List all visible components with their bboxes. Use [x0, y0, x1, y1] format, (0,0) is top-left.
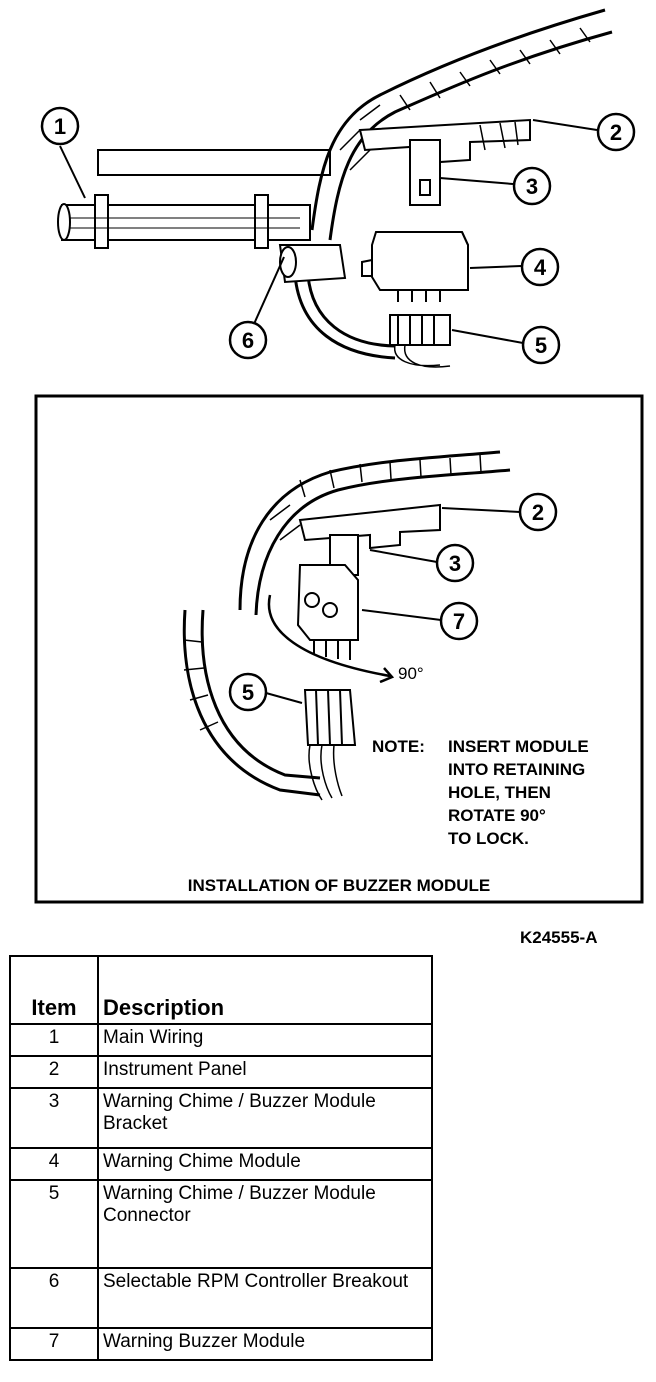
note-line: ROTATE 90°	[448, 806, 546, 825]
item-number: 5	[9, 1179, 99, 1269]
svg-text:2: 2	[532, 500, 544, 525]
note-line: INSERT MODULE	[448, 737, 589, 756]
table-row: 7 Warning Buzzer Module	[9, 1327, 433, 1361]
item-description: Main Wiring	[97, 1023, 433, 1057]
installation-note: NOTE: INSERT MODULE INTO RETAINING HOLE,…	[372, 735, 642, 850]
item-number: 6	[9, 1267, 99, 1329]
note-lead: NOTE:	[372, 737, 425, 756]
table-row: 2 Instrument Panel	[9, 1055, 433, 1089]
item-number: 7	[9, 1327, 99, 1361]
item-description: Selectable RPM Controller Breakout	[97, 1267, 433, 1329]
inset-illustration	[182, 450, 511, 801]
inset-callout-7: 7	[439, 601, 479, 641]
item-number: 4	[9, 1147, 99, 1181]
table-header-row: Item Description	[9, 955, 433, 1025]
figure-id: K24555-A	[520, 928, 598, 947]
inset-frame	[34, 394, 644, 904]
callout-6: 6	[228, 320, 268, 360]
note-line: INTO RETAINING	[448, 760, 586, 779]
svg-text:5: 5	[535, 333, 547, 358]
inset-callout-2: 2	[518, 492, 558, 532]
inset-callout-3: 3	[435, 543, 475, 583]
inset-caption: INSTALLATION OF BUZZER MODULE	[187, 876, 491, 895]
item-description: Warning Buzzer Module	[97, 1327, 433, 1361]
wiring-diagram: 1 2 3 4 5 6	[34, 8, 644, 904]
item-description: Warning Chime / Buzzer Module Bracket	[97, 1087, 433, 1149]
svg-text:3: 3	[526, 174, 538, 199]
note-line: HOLE, THEN	[448, 783, 551, 802]
table-row: 3 Warning Chime / Buzzer Module Bracket	[9, 1087, 433, 1149]
note-line: TO LOCK.	[448, 829, 529, 848]
inset-callouts: 2 3 7 5	[228, 492, 558, 712]
callout-2: 2	[596, 112, 636, 152]
item-number: 1	[9, 1023, 99, 1057]
svg-text:4: 4	[534, 255, 547, 280]
svg-text:1: 1	[54, 114, 66, 139]
svg-text:7: 7	[453, 609, 465, 634]
svg-text:2: 2	[610, 120, 622, 145]
inset-leaders	[265, 507, 521, 704]
table-row: 1 Main Wiring	[9, 1023, 433, 1057]
item-description: Warning Chime / Buzzer Module Connector	[97, 1179, 433, 1269]
inset-callout-5: 5	[228, 672, 268, 712]
rotation-angle-label: 90°	[398, 664, 424, 683]
callout-1: 1	[40, 106, 80, 146]
top-illustration	[57, 8, 613, 368]
callout-3: 3	[512, 166, 552, 206]
item-description: Warning Chime Module	[97, 1147, 433, 1181]
item-number: 2	[9, 1055, 99, 1089]
header-description: Description	[97, 955, 433, 1025]
item-description-table: Item Description 1 Main Wiring 2 Instrum…	[9, 955, 433, 1361]
svg-text:5: 5	[242, 680, 254, 705]
svg-text:3: 3	[449, 551, 461, 576]
item-number: 3	[9, 1087, 99, 1149]
table-row: 4 Warning Chime Module	[9, 1147, 433, 1181]
callout-5: 5	[521, 325, 561, 365]
table-row: 5 Warning Chime / Buzzer Module Connecto…	[9, 1179, 433, 1269]
svg-text:6: 6	[242, 328, 254, 353]
table-row: 6 Selectable RPM Controller Breakout	[9, 1267, 433, 1329]
top-leaders	[59, 119, 598, 344]
item-description: Instrument Panel	[97, 1055, 433, 1089]
header-item: Item	[9, 955, 99, 1025]
top-callouts: 1 2 3 4 5 6	[40, 106, 636, 365]
callout-4: 4	[520, 247, 560, 287]
